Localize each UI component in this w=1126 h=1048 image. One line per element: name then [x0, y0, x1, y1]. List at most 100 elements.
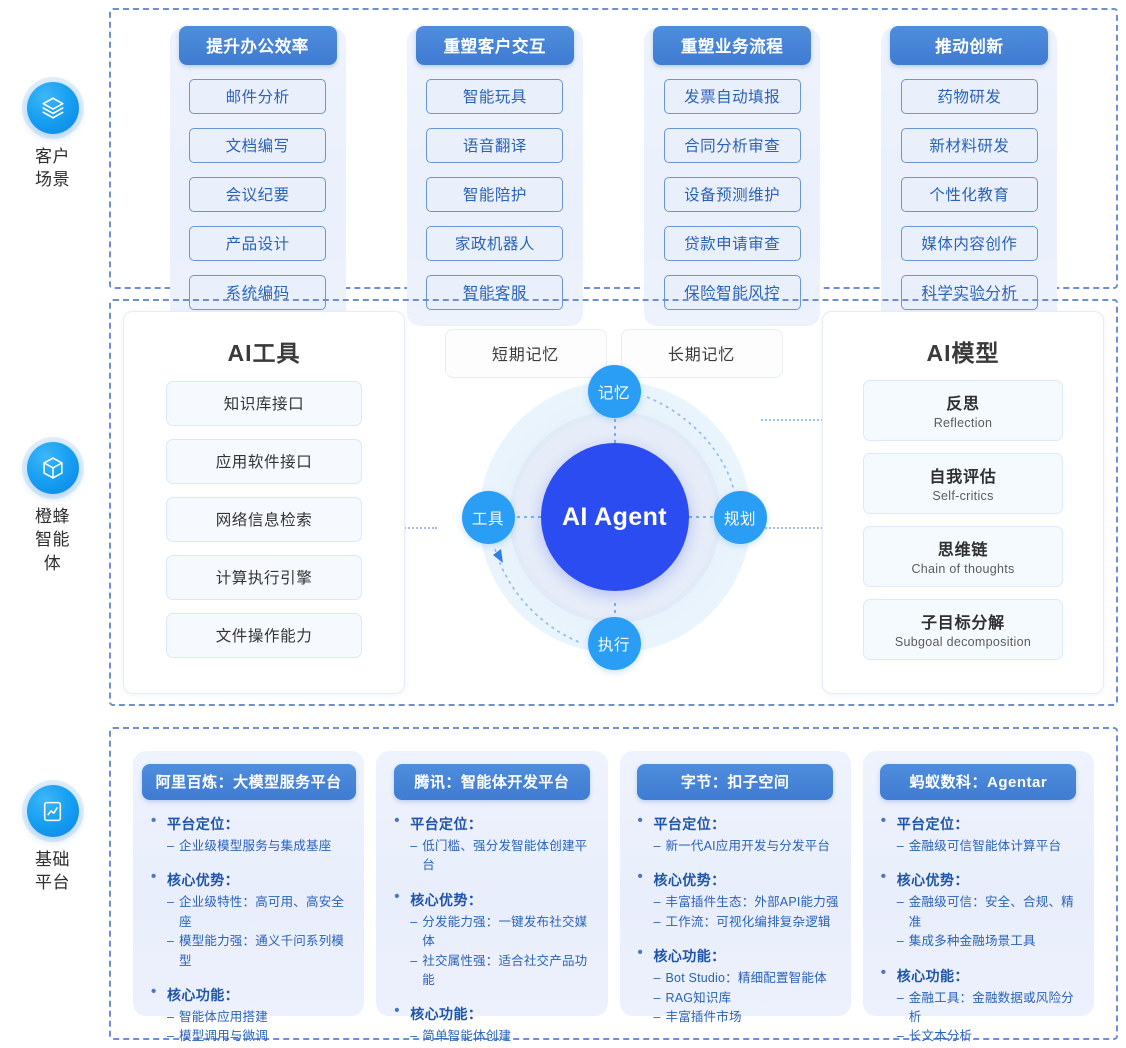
- ai-models-panel: AI模型 反思 Reflection 自我评估 Self-critics 思维链…: [822, 311, 1104, 694]
- platform-group-title: 核心功能：: [877, 964, 1082, 986]
- section-customer-scenarios: 提升办公效率 邮件分析 文档编写 会议纪要 产品设计 系统编码 重塑客户交互 智…: [109, 8, 1118, 326]
- rail-label-customer-scenarios: 客户场景: [35, 147, 70, 190]
- platform-group-item: 简单智能体创建: [390, 1027, 595, 1047]
- scenario-item[interactable]: 设备预测维护: [663, 177, 801, 212]
- platform-card-title: 字节：扣子空间: [637, 764, 834, 800]
- scenario-item[interactable]: 智能陪护: [426, 177, 564, 212]
- scenario-column: 重塑业务流程 发票自动填报 合同分析审查 设备预测维护 贷款申请审查 保险智能风…: [644, 26, 821, 326]
- ai-model-item[interactable]: 反思 Reflection: [863, 380, 1063, 441]
- memory-boxes: 短期记忆 长期记忆: [423, 329, 805, 378]
- platform-group: 核心功能： Bot Studio：精细配置智能体 RAG知识库 丰富插件市场: [634, 944, 839, 1028]
- scenario-item[interactable]: 个性化教育: [900, 177, 1038, 212]
- platform-group-item: 低门槛、强分发智能体创建平台: [390, 837, 595, 876]
- satellite-tools[interactable]: 工具: [461, 491, 515, 544]
- scenario-item[interactable]: 合同分析审查: [663, 128, 801, 163]
- scenario-column-title: 重塑业务流程: [653, 26, 812, 65]
- memory-box-long-term[interactable]: 长期记忆: [620, 329, 783, 378]
- platform-card-title: 阿里百炼：大模型服务平台: [141, 764, 356, 800]
- rail-label-agent: 橙蜂智能体: [35, 507, 70, 573]
- scenario-item[interactable]: 智能玩具: [426, 79, 564, 114]
- scenario-column: 提升办公效率 邮件分析 文档编写 会议纪要 产品设计 系统编码: [169, 26, 346, 326]
- ai-tools-title: AI工具: [227, 340, 301, 366]
- platform-card-body: 平台定位： 金融级可信智能体计算平台 核心优势： 金融级可信：安全、合规、精准 …: [863, 800, 1094, 1048]
- platform-group: 核心功能： 金融工具：金融数据或风险分析 长文本分析: [877, 964, 1082, 1048]
- platform-group: 平台定位： 低门槛、强分发智能体创建平台: [390, 812, 595, 876]
- platform-group-item: RAG知识库: [147, 1047, 352, 1048]
- platform-group-item: RAG知识库: [634, 989, 839, 1009]
- platform-group-item: 金融级可信：安全、合规、精准: [877, 893, 1082, 932]
- platform-group-title: 核心功能：: [390, 1002, 595, 1024]
- ai-agent-core[interactable]: AI Agent: [540, 443, 689, 591]
- platform-group-title: 核心优势：: [634, 868, 839, 890]
- ai-model-name-en: Reflection: [933, 416, 993, 430]
- scenario-item[interactable]: 贷款申请审查: [663, 226, 801, 261]
- scenario-item[interactable]: 语音翻译: [426, 128, 564, 163]
- platform-group-item: 丰富插件市场: [634, 1008, 839, 1028]
- scenario-item[interactable]: 药物研发: [900, 79, 1038, 114]
- scenario-item[interactable]: 家政机器人: [426, 226, 564, 261]
- ai-tool-item[interactable]: 知识库接口: [166, 381, 362, 426]
- platform-group-title: 核心优势：: [390, 888, 595, 910]
- platform-group-title: 核心优势：: [147, 868, 352, 890]
- platform-group: 核心功能： 智能体应用搭建 模型调用与微调 RAG知识库 丰富插件市场: [147, 983, 352, 1048]
- platform-group-item: 智能体应用搭建: [147, 1008, 352, 1028]
- platform-card-body: 平台定位： 新一代AI应用开发与分发平台 核心优势： 丰富插件生态：外部API能…: [620, 800, 851, 1041]
- scenario-item[interactable]: 新材料研发: [900, 128, 1038, 163]
- platform-card-body: 平台定位： 低门槛、强分发智能体创建平台 核心优势： 分发能力强：一键发布社交媒…: [376, 800, 607, 1048]
- platform-group: 核心优势： 金融级可信：安全、合规、精准 集成多种金融场景工具: [877, 868, 1082, 952]
- scenario-item[interactable]: 会议纪要: [189, 177, 327, 212]
- ai-model-item[interactable]: 子目标分解 Subgoal decomposition: [863, 599, 1063, 660]
- platform-card: 阿里百炼：大模型服务平台 平台定位： 企业级模型服务与集成基座 核心优势： 企业…: [133, 751, 365, 1048]
- ai-tools-panel: AI工具 知识库接口 应用软件接口 网络信息检索 计算执行引擎 文件操作能力: [123, 311, 405, 694]
- ai-model-name-en: Subgoal decomposition: [894, 635, 1032, 649]
- scenario-item[interactable]: 科学实验分析: [900, 275, 1038, 310]
- scenario-column: 重塑客户交互 智能玩具 语音翻译 智能陪护 家政机器人 智能客服: [406, 26, 583, 326]
- rail-block-agent: 橙蜂智能体: [0, 442, 105, 575]
- platform-group: 平台定位： 金融级可信智能体计算平台: [877, 812, 1082, 857]
- platform-group: 核心优势： 分发能力强：一键发布社交媒体 社交属性强：适合社交产品功能: [390, 888, 595, 991]
- ai-model-name-en: Self-critics: [932, 489, 994, 503]
- platform-group-item: 企业级特性：高可用、高安全座: [147, 893, 352, 932]
- ai-tool-item[interactable]: 应用软件接口: [166, 439, 362, 484]
- scenario-item[interactable]: 发票自动填报: [663, 79, 801, 114]
- platform-card-body: 平台定位： 企业级模型服务与集成基座 核心优势： 企业级特性：高可用、高安全座 …: [133, 800, 364, 1048]
- scenario-column-title: 重塑客户交互: [415, 26, 574, 65]
- scenario-item[interactable]: 文档编写: [189, 128, 327, 163]
- scenario-item[interactable]: 邮件分析: [189, 79, 327, 114]
- agent-orbit: AI Agent 记忆 规划 执行 工具: [423, 365, 805, 673]
- ai-model-name-cn: 自我评估: [929, 469, 997, 486]
- ai-model-item[interactable]: 思维链 Chain of thoughts: [863, 526, 1063, 587]
- scenario-item[interactable]: 媒体内容创作: [900, 226, 1038, 261]
- memory-box-short-term[interactable]: 短期记忆: [444, 329, 607, 378]
- platform-group-title: 核心优势：: [877, 868, 1082, 890]
- platform-group-title: 平台定位：: [634, 812, 839, 834]
- scenario-item[interactable]: 保险智能风控: [663, 275, 801, 310]
- platform-card-title: 腾讯：智能体开发平台: [393, 764, 590, 800]
- scenario-columns: 提升办公效率 邮件分析 文档编写 会议纪要 产品设计 系统编码 重塑客户交互 智…: [111, 10, 1116, 326]
- platform-group-title: 核心功能：: [147, 983, 352, 1005]
- platform-group-item: 社交属性强：适合社交产品功能: [390, 952, 595, 991]
- platform-card: 字节：扣子空间 平台定位： 新一代AI应用开发与分发平台 核心优势： 丰富插件生…: [619, 751, 851, 1028]
- platform-group-title: 平台定位：: [390, 812, 595, 834]
- ai-tool-item[interactable]: 网络信息检索: [166, 497, 362, 542]
- ai-tool-item[interactable]: 文件操作能力: [166, 613, 362, 658]
- scenario-item[interactable]: 产品设计: [189, 226, 327, 261]
- platform-card-title: 蚂蚁数科：Agentar: [880, 764, 1077, 800]
- report-chart-icon: [26, 785, 79, 837]
- section-base-platforms: 阿里百炼：大模型服务平台 平台定位： 企业级模型服务与集成基座 核心优势： 企业…: [109, 727, 1118, 1048]
- ai-model-name-cn: 反思: [946, 396, 980, 413]
- cube-icon: [26, 442, 79, 494]
- platform-group: 平台定位： 新一代AI应用开发与分发平台: [634, 812, 839, 857]
- scenario-column-title: 提升办公效率: [178, 26, 337, 65]
- scenario-item[interactable]: 系统编码: [189, 275, 327, 310]
- ai-model-item[interactable]: 自我评估 Self-critics: [863, 453, 1063, 514]
- ai-tool-item[interactable]: 计算执行引擎: [166, 555, 362, 600]
- satellite-execution[interactable]: 执行: [587, 617, 641, 670]
- satellite-planning[interactable]: 规划: [713, 491, 767, 544]
- rail-label-platform: 基础平台: [35, 850, 70, 893]
- platform-group-item: 集成腾讯社交渠道: [390, 1047, 595, 1048]
- platform-columns: 阿里百炼：大模型服务平台 平台定位： 企业级模型服务与集成基座 核心优势： 企业…: [111, 729, 1116, 1048]
- scenario-item[interactable]: 智能客服: [426, 275, 564, 310]
- satellite-memory[interactable]: 记忆: [587, 365, 641, 418]
